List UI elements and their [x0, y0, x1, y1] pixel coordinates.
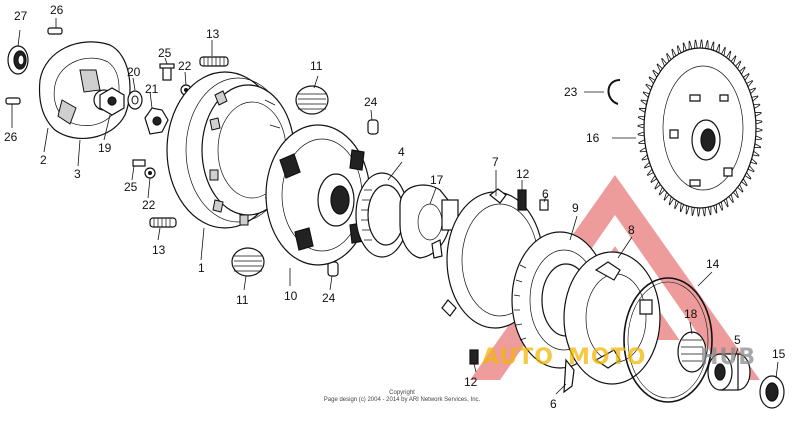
part-5-collar — [707, 353, 751, 391]
watermark-hub: HUB — [700, 345, 756, 370]
callout-6-top: 6 — [542, 187, 549, 201]
copyright-notice: Page design (c) 2004 - 2014 by ARI Netwo… — [324, 397, 481, 403]
part-11-spring-bottom — [231, 247, 265, 277]
callout-25-top: 25 — [158, 46, 172, 60]
callout-18: 18 — [684, 307, 698, 321]
watermark-text: AUTO MOTO HUB — [482, 345, 756, 370]
gear-tooth — [637, 131, 645, 137]
part-20-washer — [127, 90, 143, 110]
gear-tooth — [694, 39, 698, 49]
gear-tooth — [702, 207, 706, 217]
part-16-primary-driven-gear — [637, 39, 763, 217]
callout-9: 9 — [572, 201, 579, 215]
gear-tooth — [705, 40, 709, 50]
part-12-pin-bottom — [469, 349, 479, 365]
callout-15: 15 — [772, 347, 786, 361]
part-17-outer-race — [399, 184, 459, 259]
callout-labels: 27 26 26 2 3 19 20 21 25 22 13 25 22 13 … — [4, 3, 786, 411]
part-8-clutch-plate — [563, 251, 661, 385]
part-24-roller-bottom — [327, 261, 339, 277]
callout-20: 20 — [127, 65, 141, 79]
callout-1: 1 — [198, 261, 205, 275]
gear-tooth — [696, 207, 701, 217]
callout-24-bottom: 24 — [322, 291, 336, 305]
copyright-title: Copyright — [389, 390, 415, 396]
watermark-auto: AUTO — [482, 345, 554, 370]
part-26-pin-bottom — [5, 97, 21, 105]
callout-12-top: 12 — [516, 167, 530, 181]
callout-5: 5 — [734, 333, 741, 347]
part-19-nut — [99, 87, 125, 116]
callout-22-bottom: 22 — [142, 198, 156, 212]
callout-10: 10 — [284, 289, 298, 303]
callout-14: 14 — [706, 257, 720, 271]
gear-tooth — [699, 39, 704, 49]
callout-7: 7 — [492, 155, 499, 169]
part-15-washer — [759, 375, 785, 409]
callout-8: 8 — [628, 223, 635, 237]
part-26-pin-top — [47, 27, 63, 35]
part-25-bolt-bottom — [132, 159, 146, 167]
callout-16: 16 — [586, 131, 600, 145]
part-23-circlip — [607, 79, 621, 105]
copyright-block: Copyright Page design (c) 2004 - 2014 by… — [324, 390, 481, 403]
part-13-spring-top — [199, 56, 229, 67]
leader-lines — [11, 18, 779, 395]
part-13-spring-bottom — [149, 217, 177, 228]
callout-17: 17 — [430, 173, 444, 187]
callout-3: 3 — [74, 167, 81, 181]
callout-22-top: 22 — [178, 59, 192, 73]
part-12-pin-top — [517, 189, 527, 211]
callout-11-top: 11 — [310, 59, 323, 73]
gear-tooth — [637, 123, 645, 129]
callout-4: 4 — [398, 145, 405, 159]
part-10-clutch-hub — [265, 124, 371, 266]
gear-tooth — [755, 127, 763, 133]
callout-12-bottom: 12 — [464, 375, 478, 389]
gear-tooth — [691, 206, 695, 216]
callout-2: 2 — [40, 153, 47, 167]
part-14-snap-ring — [623, 277, 713, 403]
part-6-pin-top — [539, 199, 549, 211]
callout-24-top: 24 — [364, 95, 378, 109]
part-27-bearing — [7, 45, 29, 75]
callout-19: 19 — [98, 141, 112, 155]
gear-tooth — [755, 119, 763, 125]
watermark-moto: MOTO — [568, 345, 646, 370]
callout-26-bottom: 26 — [4, 130, 18, 144]
part-25-bolt-top — [159, 63, 175, 81]
part-21-drive-plate — [144, 107, 169, 135]
callout-11-bottom: 11 — [236, 293, 249, 307]
part-22-washer-bottom — [144, 167, 156, 179]
callout-25-bottom: 25 — [124, 180, 138, 194]
part-6-plate-bottom — [563, 358, 575, 394]
callout-13-top: 13 — [206, 27, 220, 41]
part-11-spring-top — [295, 85, 329, 115]
part-24-roller-top — [367, 119, 379, 135]
callout-26-top: 26 — [50, 3, 64, 17]
callout-6-bottom: 6 — [550, 397, 557, 411]
callout-23: 23 — [564, 85, 578, 99]
part-4-one-way-clutch — [355, 172, 409, 258]
callout-21: 21 — [145, 82, 159, 96]
callout-13-bottom: 13 — [152, 243, 166, 257]
callout-27: 27 — [14, 9, 28, 23]
